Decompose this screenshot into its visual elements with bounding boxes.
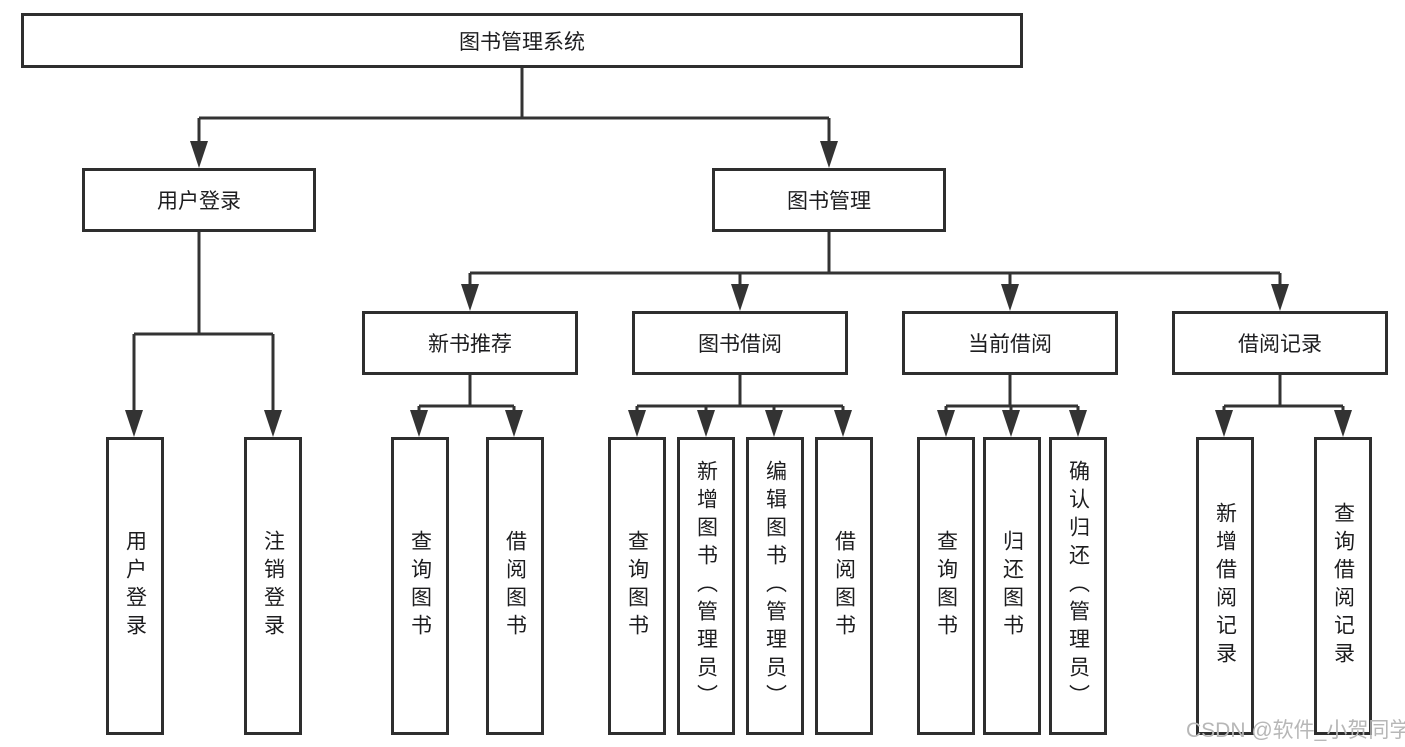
- leaf-label: 查询借阅记录: [1331, 502, 1355, 670]
- leaf-label: 借阅图书: [832, 530, 856, 642]
- node-user-login: 用户登录: [82, 168, 316, 232]
- node-library-system: 图书管理系统: [21, 13, 1023, 68]
- node-book-borrow: 图书借阅: [632, 311, 848, 375]
- leaf-label: 查询图书: [934, 530, 958, 642]
- leaf-query-book-current: 查询图书: [917, 437, 975, 735]
- leaf-borrow-book: 借阅图书: [815, 437, 873, 735]
- node-label: 新书推荐: [428, 333, 512, 356]
- node-current-borrow: 当前借阅: [902, 311, 1118, 375]
- node-label: 借阅记录: [1238, 333, 1322, 356]
- node-new-book-recommend: 新书推荐: [362, 311, 578, 375]
- leaf-user-login: 用户登录: [106, 437, 164, 735]
- leaf-label: 查询图书: [408, 530, 432, 642]
- leaf-label: 用户登录: [123, 530, 147, 642]
- leaf-edit-book-admin: 编辑图书（管理员）: [746, 437, 804, 735]
- leaf-label: 注销登录: [261, 530, 285, 642]
- leaf-query-book-borrow: 查询图书: [608, 437, 666, 735]
- csdn-watermark: CSDN @软件_小贺同学: [1186, 719, 1405, 742]
- node-label: 用户登录: [157, 190, 241, 213]
- leaf-return-book: 归还图书: [983, 437, 1041, 735]
- node-book-management: 图书管理: [712, 168, 946, 232]
- node-label: 图书管理: [787, 190, 871, 213]
- leaf-label: 借阅图书: [503, 530, 527, 642]
- leaf-label: 查询图书: [625, 530, 649, 642]
- leaf-label: 确认归还（管理员）: [1066, 460, 1090, 712]
- node-borrow-record: 借阅记录: [1172, 311, 1388, 375]
- leaf-borrow-book-recommend: 借阅图书: [486, 437, 544, 735]
- leaf-query-book-recommend: 查询图书: [391, 437, 449, 735]
- leaf-confirm-return-admin: 确认归还（管理员）: [1049, 437, 1107, 735]
- leaf-label: 新增借阅记录: [1213, 502, 1237, 670]
- node-label: 图书管理系统: [459, 30, 585, 54]
- leaf-label: 新增图书（管理员）: [694, 460, 718, 712]
- leaf-add-borrow-record: 新增借阅记录: [1196, 437, 1254, 735]
- node-label: 当前借阅: [968, 333, 1052, 356]
- node-label: 图书借阅: [698, 333, 782, 356]
- leaf-add-book-admin: 新增图书（管理员）: [677, 437, 735, 735]
- leaf-label: 归还图书: [1000, 530, 1024, 642]
- leaf-query-borrow-record: 查询借阅记录: [1314, 437, 1372, 735]
- leaf-label: 编辑图书（管理员）: [763, 460, 787, 712]
- leaf-logout: 注销登录: [244, 437, 302, 735]
